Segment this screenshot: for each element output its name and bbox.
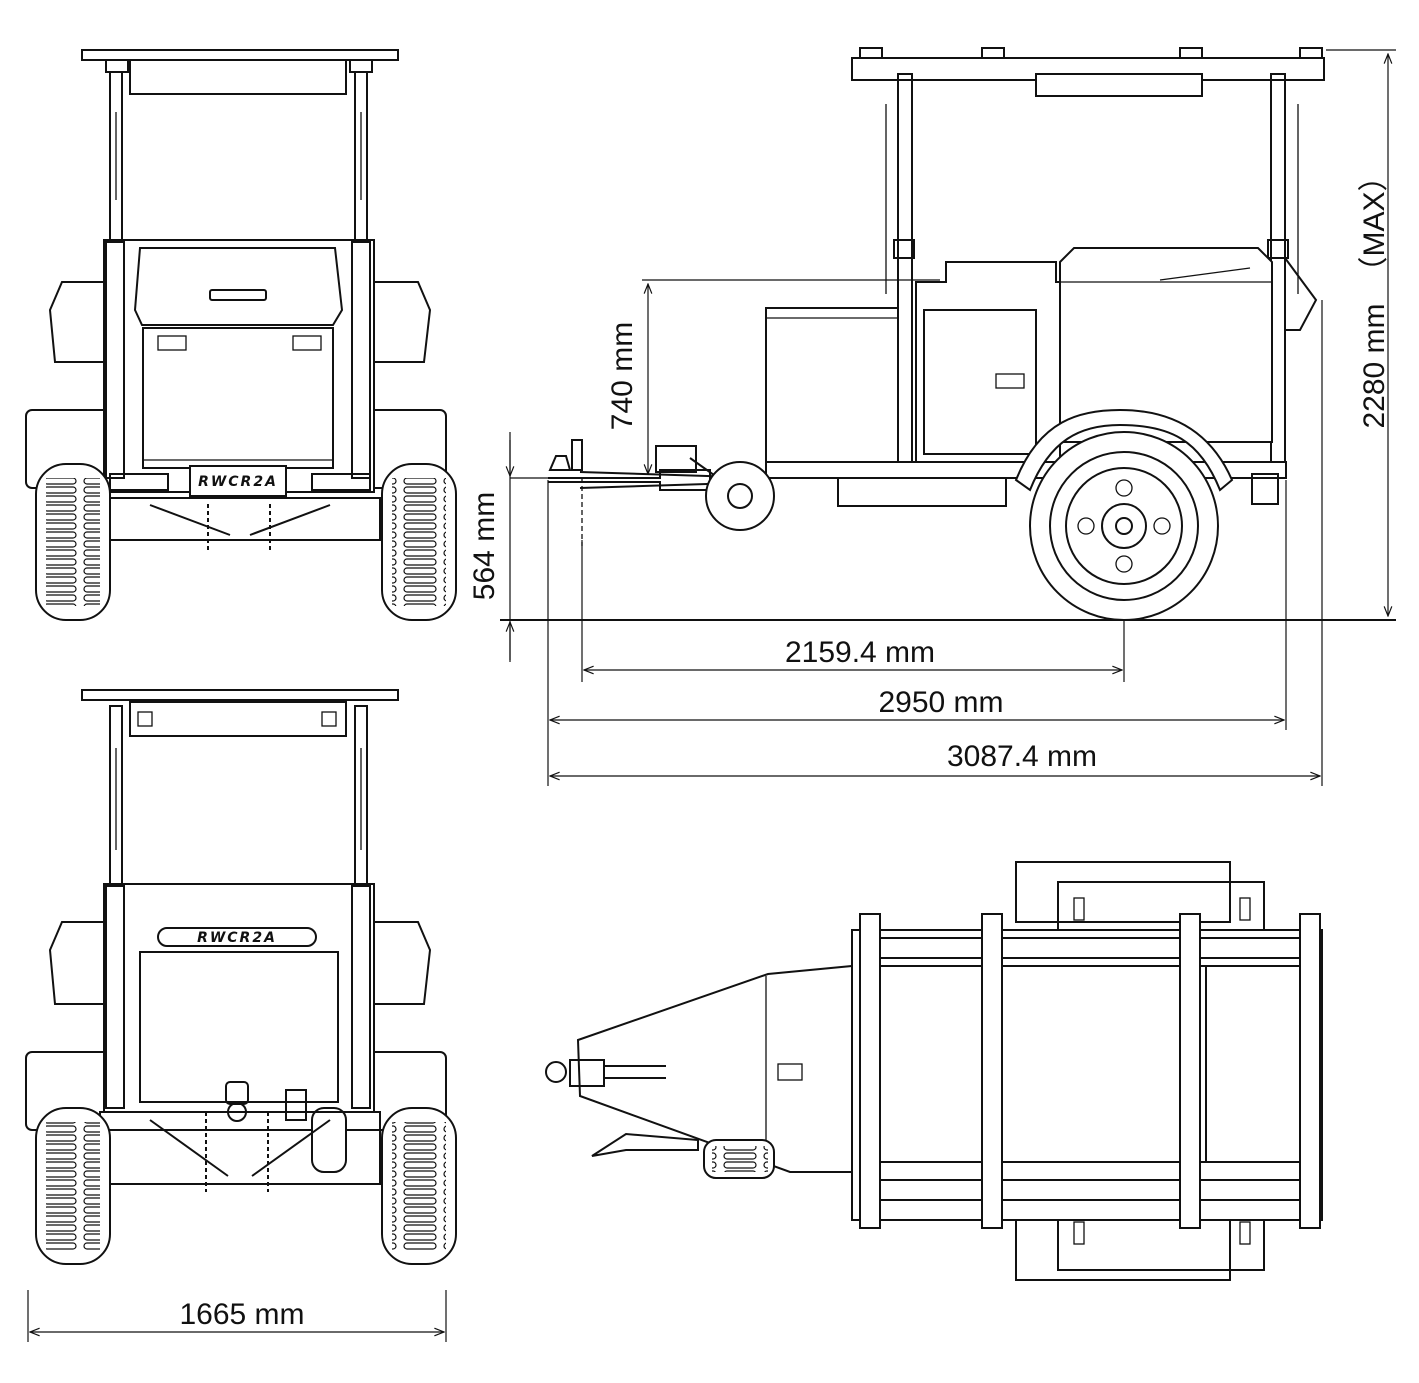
width-dimension-label: 1665 mm [179,1298,304,1331]
hitch-height-dimension-label: 564 mm [468,492,501,600]
max-height-dimension-label: 2280 mm [1358,303,1391,428]
top-view [545,861,1323,1281]
rear-badge-text: RWCR2A [197,930,277,946]
overall-length-dimension-label: 3087.4 mm [947,740,1097,773]
max-height-note: （MAX） [1358,161,1391,286]
front-badge-text: RWCR2A [198,474,278,490]
hitch-to-axle-dimension-label: 2159.4 mm [785,636,935,669]
side-view [500,47,1396,621]
front-view [25,49,457,621]
rear-view [25,689,457,1265]
body-length-dimension-label: 2950 mm [878,686,1003,719]
dimension-lines [27,49,1396,1342]
box-height-dimension-label: 740 mm [606,322,639,430]
